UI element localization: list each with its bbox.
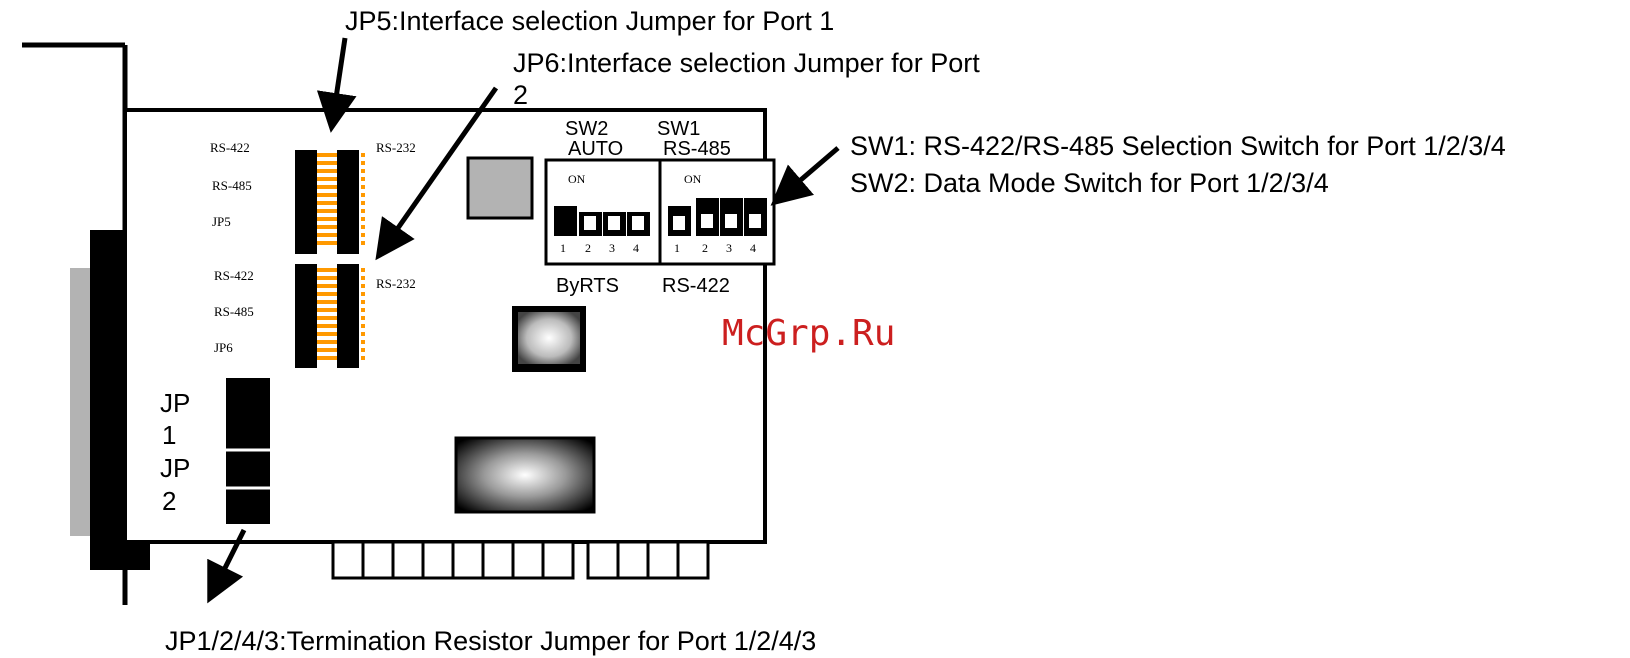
jp6-rs232-label: RS-232 [376, 276, 416, 291]
jp6-rs422-label: RS-422 [214, 268, 254, 283]
jp6-jumper-block: RS-422 RS-485 JP6 RS-232 [214, 264, 416, 368]
jp-left-1: JP [160, 388, 190, 418]
sw2-title: SW2 [565, 118, 608, 140]
sw2-callout: SW2: Data Mode Switch for Port 1/2/3/4 [850, 168, 1329, 198]
sw1-dip-switch: ON 1 2 3 4 [658, 158, 776, 266]
sw2-pos-1: 1 [560, 241, 566, 255]
small-chip [466, 156, 534, 220]
jp5-jumper-block: RS-422 RS-485 JP5 RS-232 [210, 140, 416, 254]
jp-left-2: 1 [162, 420, 176, 450]
termination-arrow [207, 528, 247, 604]
sw1-bottom-label: RS-422 [662, 275, 730, 297]
edge-connector-left [331, 540, 575, 580]
jp5-pins [317, 153, 365, 245]
sw2-on-label: ON [568, 172, 586, 186]
sw1-pos-2: 2 [702, 241, 708, 255]
jp5-rs232-label: RS-232 [376, 140, 416, 155]
chip-middle [512, 306, 586, 372]
jp-left-4: 2 [162, 486, 176, 516]
jp-left-3: JP [160, 453, 190, 483]
sw2-mode-label: AUTO [568, 138, 623, 160]
jp5-rs485-label: RS-485 [212, 178, 252, 193]
sw1-mode-label: RS-485 [663, 138, 731, 160]
jp6-pins [317, 268, 365, 360]
jp6-callout: JP6:Interface selection Jumper for Port [513, 48, 980, 78]
sw1-pos-3: 3 [726, 241, 732, 255]
jp6-callout-wrap: 2 [513, 80, 528, 110]
jp5-arrow [316, 37, 357, 133]
sw2-pos-3: 3 [609, 241, 615, 255]
termination-callout: JP1/2/4/3:Termination Resistor Jumper fo… [165, 626, 816, 656]
jp5-rs422-label: RS-422 [210, 140, 250, 155]
sw1-pos-4: 4 [750, 241, 756, 255]
sw1-on-label: ON [684, 172, 702, 186]
sw1-callout: SW1: RS-422/RS-485 Selection Switch for … [850, 131, 1506, 161]
jp6-arrow [375, 86, 499, 261]
sw1-pos-1: 1 [674, 241, 680, 255]
watermark-text: McGrp.Ru [722, 313, 895, 354]
sw2-dip-switch: ON 1 2 3 4 [544, 158, 662, 266]
jp5-callout: JP5:Interface selection Jumper for Port … [345, 6, 834, 36]
termination-jumper [226, 378, 270, 524]
sw2-pos-4: 4 [633, 241, 639, 255]
jp6-name-label: JP6 [214, 340, 233, 355]
sw1-title: SW1 [657, 118, 700, 140]
edge-connector-right [586, 540, 710, 580]
jp5-name-label: JP5 [212, 214, 231, 229]
jp6-rs485-label: RS-485 [214, 304, 254, 319]
sw2-bottom-label: ByRTS [556, 275, 619, 297]
sw2-pos-2: 2 [585, 241, 591, 255]
chip-large [454, 436, 596, 514]
sw-arrow [770, 146, 840, 206]
